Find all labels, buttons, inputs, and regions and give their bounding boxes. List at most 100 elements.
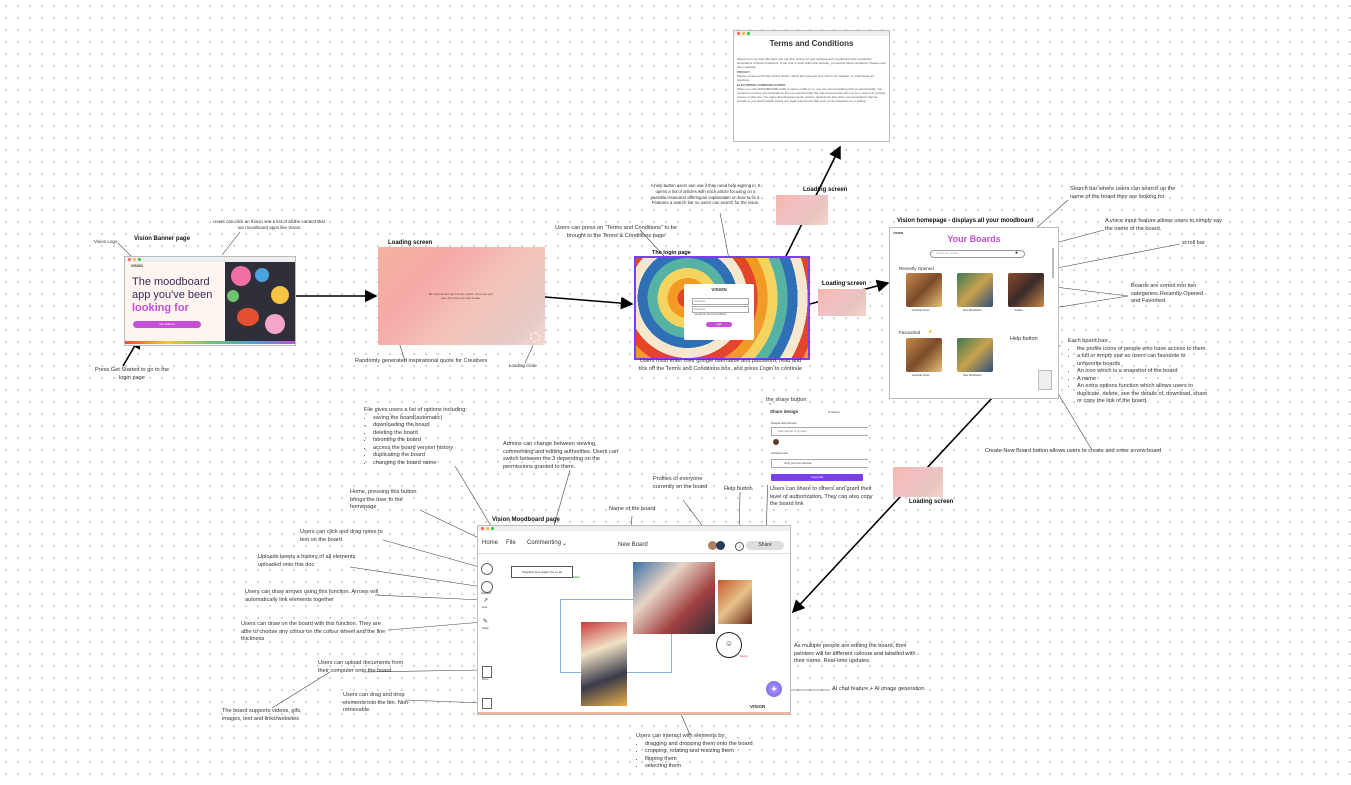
collage-image-1[interactable] — [633, 562, 715, 634]
copy-link-button[interactable]: Copy link — [771, 474, 863, 481]
board-name-3[interactable]: Untitled — [1014, 309, 1023, 312]
profile-avatar-2[interactable] — [716, 541, 725, 550]
profile-avatar-1[interactable] — [708, 541, 717, 550]
sticky-note[interactable]: Shayla(t) and spawn (fix vs.ai) — [511, 566, 573, 578]
board-name-4[interactable]: Aesthetic Flows — [912, 374, 930, 377]
file-menu[interactable]: File — [506, 540, 516, 546]
home-title: Vision homepage - displays all your mood… — [897, 218, 1034, 224]
login-frame: VISION Username Password I accept the Te… — [634, 256, 810, 360]
logo-note: Vision Logo — [94, 239, 118, 244]
mode-dropdown[interactable]: Commenting — [527, 540, 562, 546]
add-people-input[interactable]: Add people or groups — [771, 427, 868, 436]
terms-privacy-heading: PRIVACY — [737, 70, 751, 75]
collage-image-2[interactable] — [718, 580, 752, 624]
interact-item-3: flipping them — [645, 756, 776, 764]
terms-p1: Welcome to our site! Members can use thi… — [737, 57, 886, 70]
voice-note: A voice input feature allows users to si… — [1105, 218, 1222, 232]
login-card: VISION Username Password I accept the Te… — [684, 284, 754, 340]
loading1-title: Loading screen — [388, 240, 433, 246]
media-note: The board supports videos, gifs, images,… — [222, 708, 302, 722]
search-note: Search bar where users can search up the… — [1070, 186, 1176, 200]
home-brand[interactable]: VISION — [893, 231, 904, 235]
pencil-icon[interactable]: ✎ — [483, 619, 489, 625]
home-heading: Your Boards — [947, 234, 1001, 244]
arrow-loading-to-login — [544, 296, 634, 310]
file-item-7: changing the board name — [373, 460, 494, 468]
loading-quote: Be curious and open to the world - the m… — [428, 292, 494, 300]
help-icon[interactable]: ? — [735, 542, 744, 551]
interact-title: Users can interact with elements by: — [636, 733, 726, 739]
document-icon[interactable] — [482, 666, 492, 678]
board-thumb-2[interactable] — [957, 273, 993, 307]
file-item-2: downloading the board — [373, 422, 494, 430]
board-name-5[interactable]: New Moodboard — [963, 374, 982, 377]
login-title: The login page — [652, 250, 691, 256]
login-button[interactable]: Login — [706, 322, 732, 327]
banner-logo[interactable]: VISION — [131, 264, 143, 268]
file-note: File gives users a list of options inclu… — [364, 407, 494, 467]
file-item-5: access the board version history — [373, 445, 494, 453]
each-item-3: An icon which is a snapshot of the board — [1077, 368, 1208, 376]
home-help-label: Help button — [1010, 336, 1038, 342]
each-item-1: the profile icons of people who have acc… — [1077, 346, 1208, 354]
board-brand: VISION — [750, 704, 766, 709]
circle-note: Loading circle — [509, 363, 537, 368]
collage-image-3[interactable] — [581, 622, 627, 706]
help-note: Help button — [724, 486, 753, 492]
notes-tool[interactable] — [481, 563, 493, 575]
cursor-label-henry: Henry — [740, 654, 749, 658]
interact-note: Users can interact with elements by: dra… — [636, 733, 776, 771]
access-label: Access level — [771, 451, 788, 455]
board-name-2[interactable]: New Moodboard — [963, 309, 982, 312]
bin-icon[interactable] — [482, 698, 492, 709]
home-button[interactable]: Home — [482, 540, 499, 546]
upload-icon[interactable] — [481, 581, 493, 593]
ai-sparkle-icon[interactable]: ✦ — [766, 681, 782, 697]
board-name[interactable]: New Board — [618, 542, 648, 548]
banner-headline-2: app you've been — [132, 289, 213, 301]
smiley-drawing[interactable]: ☺ — [716, 632, 742, 658]
each-item-4: A name — [1077, 376, 1208, 384]
chevron-down-icon[interactable]: ⌄ — [562, 541, 568, 547]
file-item-1: saving the board(automatic) — [373, 415, 494, 423]
banner-headline-3: looking for — [132, 302, 189, 314]
create-board-button[interactable] — [1038, 370, 1052, 390]
each-item-5: An extra options function which allows u… — [1077, 383, 1208, 406]
profiles-note: Profiles of everyone currently on the bo… — [653, 476, 708, 490]
people-label: People with access — [771, 421, 797, 425]
loading1-frame: Be curious and open to the world - the m… — [378, 247, 545, 345]
board-thumb-3[interactable] — [1008, 273, 1044, 307]
terms-body: Welcome to our site! Members can use thi… — [737, 57, 887, 104]
admin-note: Admins can change between viewing, comme… — [503, 441, 619, 470]
access-select[interactable]: Only you can access — [771, 459, 868, 468]
board-thumb-4[interactable] — [906, 338, 942, 372]
search-input[interactable]: Search your boards — [930, 250, 1025, 258]
cursor-label-mark: Mark — [573, 575, 580, 579]
get-started-button[interactable]: Get Started — [133, 321, 201, 328]
scroll-bar[interactable] — [1052, 248, 1054, 278]
each-item-2: a full or empty star so users can favour… — [1077, 353, 1208, 368]
interact-item-2: cropping, rotating and resizing them — [645, 748, 776, 756]
banner-headline-1: The moodboard — [132, 276, 210, 288]
star-icon[interactable]: ★ — [928, 329, 933, 335]
login-note: Users must enter their google username a… — [638, 358, 803, 372]
bin-note: Users can drag and drop elements into th… — [343, 692, 410, 714]
file-note-title: File gives users a list of options inclu… — [364, 407, 467, 413]
banner-art — [225, 262, 295, 342]
file-item-3: deleting the board — [373, 430, 494, 438]
docs-label: Docs — [482, 677, 489, 681]
password-field[interactable]: Password — [692, 306, 749, 313]
terms-checkbox[interactable]: I accept the Terms & Conditions — [694, 314, 727, 316]
board-thumb-1[interactable] — [906, 273, 942, 307]
home-note: Home, pressing this button brings the us… — [350, 489, 417, 511]
draw-label: Draw — [482, 626, 489, 630]
arrow-icon[interactable]: ↗ — [483, 598, 489, 604]
share-button[interactable]: Share — [746, 541, 784, 550]
file-item-6: duplicating the board — [373, 452, 494, 460]
board-thumb-5[interactable] — [957, 338, 993, 372]
login-brand: VISION — [711, 287, 727, 292]
username-field[interactable]: Username — [692, 298, 749, 305]
board-name-1[interactable]: Aesthetic Flows — [912, 309, 930, 312]
help-signin-note: A help button users can use if they need… — [650, 183, 761, 206]
voice-input-icon[interactable]: ● — [1015, 250, 1019, 256]
